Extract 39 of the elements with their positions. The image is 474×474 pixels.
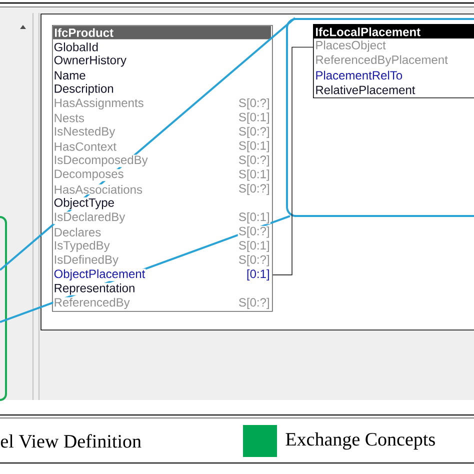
- attribute-name: HasAssociations: [53, 184, 144, 194]
- attribute-name: HasContext: [53, 142, 118, 152]
- attribute-name: HasAssignments: [53, 98, 144, 110]
- attribute-name: IsDeclaredBy: [53, 212, 126, 224]
- cardinality: S[0:?]: [238, 98, 270, 110]
- attribute-name: ReferencedByPlacement: [316, 55, 448, 66]
- attribute-name: Name: [53, 70, 86, 80]
- legend-label: el View Definition: [0, 434, 142, 448]
- table-header: IfcLocalPlacement: [316, 27, 420, 36]
- attribute-name: Declares: [53, 227, 102, 238]
- attribute-name: PlacesObject: [316, 40, 386, 52]
- highlight-frame: [0, 216, 7, 401]
- attribute-name: RelativePlacement: [316, 85, 416, 94]
- callout-frame: [286, 18, 474, 217]
- cardinality: S[0:?]: [238, 154, 270, 168]
- attribute-name: Description: [53, 83, 114, 96]
- cardinality: S[0:?]: [238, 126, 270, 139]
- attribute-name: IsDefinedBy: [53, 254, 120, 267]
- attribute-name: PlacementRelTo: [316, 70, 402, 80]
- attribute-name: OwnerHistory: [53, 54, 128, 68]
- cardinality: S[0:1]: [238, 212, 270, 224]
- attribute-name: Nests: [53, 113, 86, 123]
- legend-label: Exchange Concepts: [286, 432, 435, 450]
- table-header: IfcProduct: [55, 28, 114, 37]
- class-table: [52, 25, 273, 312]
- attribute-name: IsDecomposedBy: [53, 154, 148, 168]
- cardinality: S[0:1]: [238, 240, 270, 253]
- attribute-name: ObjectType: [53, 197, 116, 210]
- cardinality: S[0:?]: [238, 297, 270, 310]
- attribute-name: GlobalId: [53, 42, 100, 52]
- connector-line: [272, 46, 314, 276]
- cardinality: S[0:?]: [238, 183, 270, 196]
- attribute-name: Representation: [53, 282, 136, 296]
- attribute-name: IsNestedBy: [53, 126, 116, 139]
- attribute-name: ObjectPlacement: [53, 268, 146, 282]
- attribute-name: IsTypedBy: [53, 240, 110, 253]
- attribute-name: ReferencedBy: [53, 297, 130, 310]
- attribute-name: Decomposes: [53, 169, 124, 182]
- cardinality: [0:1]: [246, 268, 270, 282]
